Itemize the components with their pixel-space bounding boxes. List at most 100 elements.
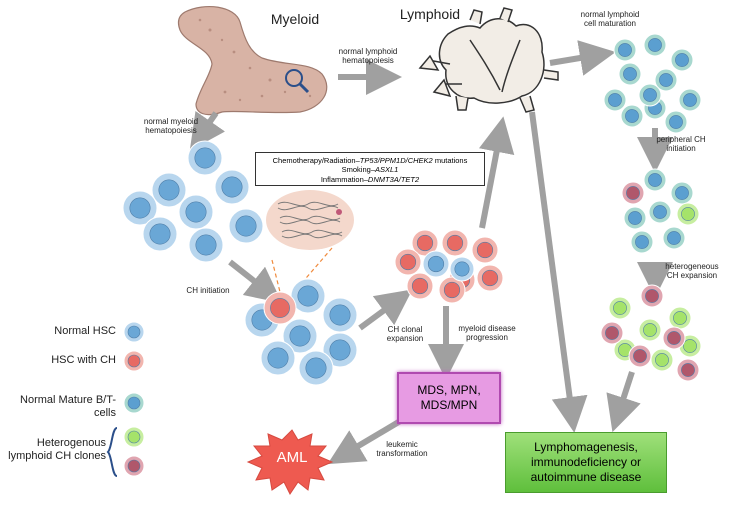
aml-label: AML <box>276 449 308 466</box>
bracket-icon <box>106 427 118 477</box>
mds-line1: MDS, MPN, <box>417 383 481 397</box>
mds-line2: MDS/MPN <box>420 398 478 412</box>
lymphoid-ch-clone-cell <box>628 344 652 368</box>
mutation-line1-suffix: mutations <box>432 156 468 165</box>
mutation-line2-genes: ASXL1 <box>375 165 399 175</box>
magnifier-icon <box>285 69 310 94</box>
normal-hsc-cell <box>282 318 318 354</box>
lymphoid-ch-clone-cell <box>608 296 632 320</box>
legend-cells <box>123 321 145 477</box>
legend-lymphoid-ch-clones: Heterogenous lymphoid CH clones <box>8 437 106 462</box>
mature-lymphocyte-cell <box>638 83 662 107</box>
legend-clone-maroon-swatch <box>123 455 145 477</box>
mature-lymphocyte-cell <box>643 168 667 192</box>
normal-hsc-cell <box>322 332 358 368</box>
label-ch-clonal-expansion: CH clonal expansion <box>386 325 424 344</box>
arrow-clonal-to-lymphoid <box>478 116 515 229</box>
ch-hsc-cell <box>394 248 422 276</box>
legend-mature-cell-swatch <box>123 392 145 414</box>
thymus-gland-icon <box>418 7 559 113</box>
mutation-line1-genes: TP53/PPM1D/CHEK2 <box>359 156 433 165</box>
normal-hsc-cell <box>188 227 224 263</box>
lymphoid-ch-clone-cell <box>638 318 662 342</box>
normal-hsc-cell <box>322 297 358 333</box>
dna-inset <box>266 190 354 293</box>
ch-hsc-cell <box>263 291 297 325</box>
mature-lymphocyte-cell <box>623 206 647 230</box>
legend-clone-green-swatch <box>123 426 145 448</box>
aml-starburst-icon <box>246 429 334 495</box>
arrow-lymphoid-to-lympho <box>529 111 588 433</box>
mutation-line3-prefix: Inflammation– <box>320 174 368 184</box>
normal-hsc-cell <box>178 194 214 230</box>
mature-lymphocyte-cell <box>670 181 694 205</box>
mature-lymphocyte-cell <box>664 110 688 134</box>
label-peripheral-ch-initiation: peripheral CH initiation <box>656 135 706 154</box>
lymphoid-ch-clone-cell <box>676 358 700 382</box>
dna-strand-icon <box>277 201 343 239</box>
normal-hsc-cell <box>142 216 178 252</box>
legend-normal-hsc: Normal HSC <box>54 325 116 337</box>
arrow-mds-to-aml <box>327 417 404 465</box>
arrow-to-ch-initiation <box>228 259 283 304</box>
legend-ch-hsc-swatch <box>123 350 145 372</box>
mature-lymphocyte-cell <box>603 88 627 112</box>
legend-normal-mature-cells: Normal Mature B/T-cells <box>20 394 116 419</box>
mds-mpn-box: MDS, MPN,MDS/MPN <box>397 372 501 424</box>
ch-hsc-cell <box>411 229 439 257</box>
mature-lymphocyte-cell <box>643 33 667 57</box>
lymphoid-ch-clone-cell <box>600 321 624 345</box>
mature-lymphocyte-cell <box>613 38 637 62</box>
normal-hsc-cell <box>122 190 158 226</box>
arrow-clones-to-lympho <box>606 371 641 433</box>
flow-arrows <box>189 40 673 465</box>
mature-lymphocyte-cell <box>662 226 686 250</box>
normal-hsc-cell <box>151 172 187 208</box>
normal-hsc-cell <box>449 256 475 282</box>
legend-hsc-with-ch: HSC with CH <box>51 354 116 366</box>
normal-hsc-cell <box>290 278 326 314</box>
lympho-line3: autoimmune disease <box>530 470 642 484</box>
lymphoid-ch-clone-cell <box>640 284 664 308</box>
mutation-line2-prefix: Smoking– <box>341 165 375 175</box>
normal-hsc-cell <box>422 250 450 278</box>
label-normal-myeloid-hematopoiesis: normal myeloid hematopoiesis <box>143 117 199 136</box>
lymphoid-ch-clone-cell <box>621 181 645 205</box>
lympho-line2: immunodeficiency or <box>530 455 642 469</box>
label-normal-lymphoid-maturation: normal lymphoid cell maturation <box>580 10 640 29</box>
normal-hsc-cell <box>260 340 296 376</box>
mature-lymphocyte-cell <box>670 48 694 72</box>
mutation-line1-prefix: Chemotherapy/Radiation– <box>272 156 360 165</box>
ch-hsc-cell <box>438 276 466 304</box>
label-leukemic-transformation: leukemic transformation <box>376 440 428 459</box>
mutation-risk-box: Chemotherapy/Radiation–TP53/PPM1D/CHEK2 … <box>255 152 485 186</box>
arrow-lymphoid-to-maturation <box>549 40 616 76</box>
lymphoid-ch-clone-cell <box>668 306 692 330</box>
arrow-myeloid-to-hsc <box>189 110 226 151</box>
lymphoid-ch-clone-cell <box>662 326 686 350</box>
dna-inset-background <box>266 190 354 250</box>
normal-hsc-cell <box>298 350 334 386</box>
header-lymphoid: Lymphoid <box>399 6 461 22</box>
label-heterogeneous-ch-expansion: heterogeneous CH expansion <box>665 262 719 281</box>
lymphoid-ch-clone-cell <box>650 348 674 372</box>
header-myeloid: Myeloid <box>270 11 320 27</box>
lymphoid-ch-clone-cell <box>676 202 700 226</box>
mature-lymphocyte-cell <box>654 68 678 92</box>
normal-hsc-cell <box>187 140 223 176</box>
normal-hsc-cell <box>214 169 250 205</box>
arrow-to-clonal-expansion <box>358 289 413 331</box>
label-ch-initiation: CH initiation <box>186 286 230 295</box>
mutation-marker <box>336 209 342 215</box>
label-myeloid-disease-progression: myeloid disease progression <box>458 324 516 343</box>
mature-lymphocyte-cell <box>620 104 644 128</box>
lymphomagenesis-box: Lymphomagenesis, immunodeficiency or aut… <box>505 432 667 493</box>
legend-normal-hsc-swatch <box>123 321 145 343</box>
mature-lymphocyte-cell <box>678 88 702 112</box>
mature-lymphocyte-cell <box>630 230 654 254</box>
label-normal-lymphoid-hematopoiesis: normal lymphoid hematopoiesis <box>338 47 398 66</box>
normal-hsc-cell <box>228 208 264 244</box>
lympho-line1: Lymphomagenesis, <box>534 440 638 454</box>
